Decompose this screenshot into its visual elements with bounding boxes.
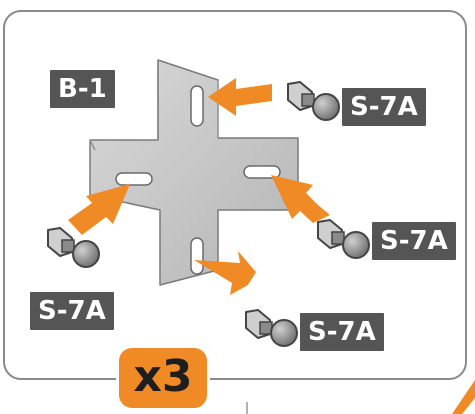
quantity-badge: x3 <box>116 345 210 411</box>
screw-label-right: S-7A <box>372 222 456 260</box>
corner-arrow-icon <box>452 380 475 414</box>
arrow-right <box>271 175 330 223</box>
bolt-clip-icon <box>317 219 370 259</box>
bolt-clip-icon <box>245 309 298 347</box>
slot-top <box>190 85 204 127</box>
arrow-top <box>208 78 272 116</box>
slot-left <box>115 172 153 186</box>
bolt-clip-icon <box>287 81 340 121</box>
arrow-bottom <box>194 251 256 295</box>
insertion-arrows <box>68 78 330 295</box>
slot-bottom <box>190 237 204 275</box>
part-label-b1: B-1 <box>50 70 115 108</box>
arrow-left <box>68 184 130 235</box>
bolt-clip-icon <box>47 227 100 268</box>
screw-label-bottom: S-7A <box>300 313 384 351</box>
screw-label-left: S-7A <box>30 292 114 330</box>
screw-label-top-right: S-7A <box>342 88 426 126</box>
